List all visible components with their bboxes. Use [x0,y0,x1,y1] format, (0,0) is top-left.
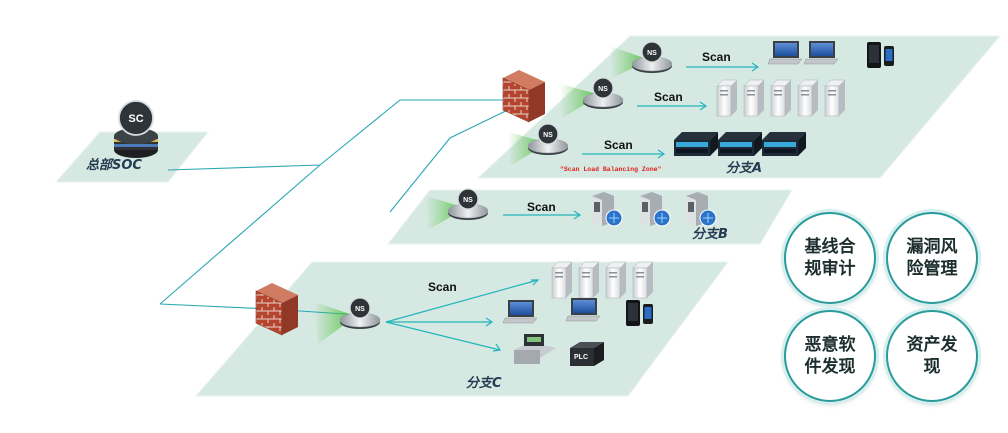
feature-asset-discovery: 资产发现 [886,310,978,402]
branch-a-plane [476,35,1002,179]
branch-b-label: 分支B [692,226,728,242]
server-icon [797,79,819,117]
scan-label: Scan [428,280,457,294]
rack-server-icon [674,132,718,156]
ns-sensor-text: NS [463,197,473,204]
server-icon [578,261,600,299]
rack-server-icon [762,132,806,156]
feature-malware-discovery: 恶意软件发现 [784,310,876,402]
ns-sensor-text: NS [647,50,657,57]
feature-label: 基线合规审计 [804,237,856,279]
laptop-icon [502,299,538,324]
server-icon [551,261,573,299]
laptop-icon [803,40,839,65]
rack-server-icon [718,132,762,156]
server-icon [743,79,765,117]
hq-soc: SC 总部SOC [86,100,158,173]
ns-sensor-text: NS [598,86,608,93]
laptop-icon [565,297,601,322]
feature-baseline-compliance: 基线合规审计 [784,212,876,304]
server-icon [632,261,654,299]
sc-sensor-text: SC [128,113,143,125]
server-icon [716,79,738,117]
feature-vulnerability-risk: 漏洞风险管理 [886,212,978,304]
plc-label: PLC [574,354,588,361]
branch-c-label: 分支C [466,375,502,391]
firewall-icon [502,69,546,123]
laptop-icon [767,40,803,65]
feature-label: 恶意软件发现 [804,335,856,377]
branch-c: NS Scan PLC 分支C [314,261,654,391]
branch-a: NS NS NS Scan Scan Scan "Scan Load Balan… [508,40,894,176]
scan-label: Scan [604,138,633,152]
scan-label: Scan [527,200,556,214]
scan-label: Scan [654,90,683,104]
cash-register-icon [514,334,556,364]
server-icon [770,79,792,117]
ns-sensor-text: NS [355,306,365,313]
branch-b: NS Scan 分支B [426,188,728,242]
scan-label: Scan [702,50,731,64]
server-icon [824,79,846,117]
ns-sensor-text: NS [543,132,553,139]
plc-device-icon: PLC [570,342,604,366]
branch-a-label: 分支A [726,160,762,176]
server-icon [605,261,627,299]
zone-label: "Scan Load Balancing Zone" [560,166,662,173]
feature-label: 漏洞风险管理 [906,237,958,279]
feature-label: 资产发现 [906,335,958,377]
hq-label: 总部SOC [86,157,142,173]
sc-sensor-icon [118,100,154,136]
